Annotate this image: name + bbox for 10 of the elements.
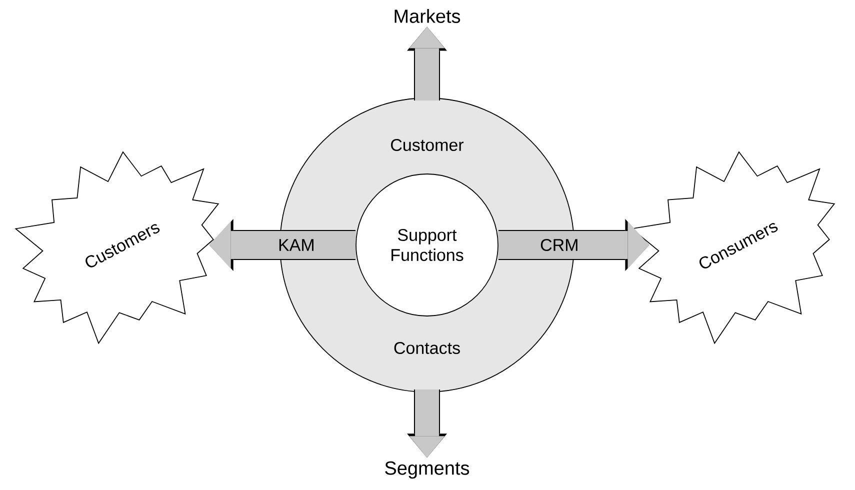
edge-label: CRM: [539, 238, 580, 252]
block-arrow: [209, 219, 356, 271]
block-arrow: [407, 389, 447, 458]
block-arrow: [407, 26, 447, 101]
block-arrow: [498, 219, 650, 271]
ring-label: Contacts: [394, 342, 460, 354]
target-label: Markets: [394, 9, 460, 23]
edge-label: KAM: [277, 238, 316, 252]
target-label: Segments: [385, 461, 470, 479]
ring-label: Customer: [391, 138, 464, 152]
